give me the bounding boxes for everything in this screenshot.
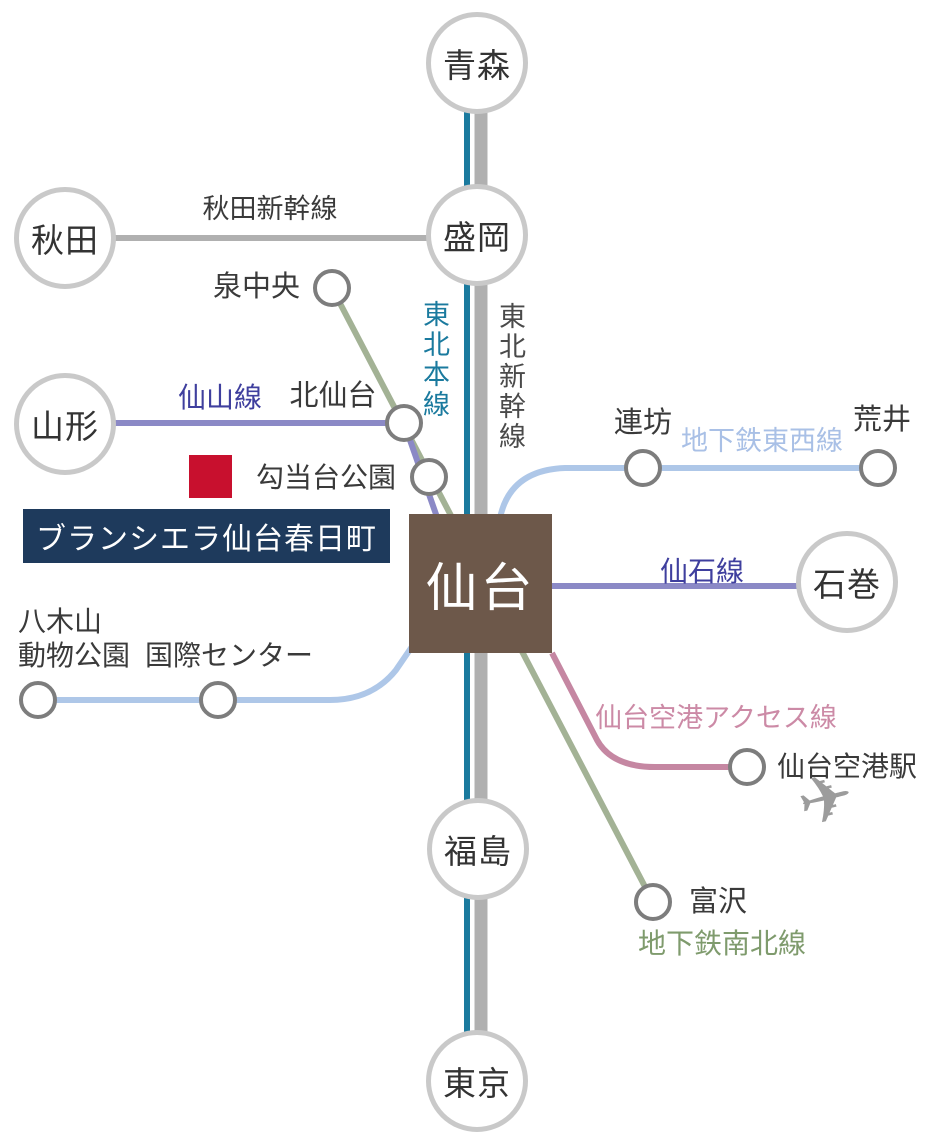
station-aomori: 青森 — [426, 12, 528, 114]
station-kotodai-koen-label: 勾当台公園 — [256, 462, 397, 493]
station-arai-label: 荒井 — [852, 404, 912, 436]
station-kita-sendai-circle — [385, 404, 423, 442]
station-kokusai-center-circle — [199, 681, 237, 719]
station-tomizawa-circle — [634, 883, 672, 921]
station-yamagata: 山形 — [14, 373, 116, 475]
station-yagiyama-label-line1: 八木山 — [18, 606, 103, 637]
line-label-namboku-subway: 地下鉄南北線 — [637, 928, 807, 959]
station-tokyo-label: 東京 — [443, 1065, 511, 1102]
line-label-tohoku-main: 東北本線 — [419, 300, 449, 420]
station-tokyo: 東京 — [426, 1030, 528, 1132]
station-izumi-chuo-label: 泉中央 — [212, 271, 300, 303]
station-sendai-label: 仙台 — [425, 560, 536, 618]
station-yagiyama-label-line2: 動物公園 — [18, 640, 131, 671]
station-aomori-label: 青森 — [443, 47, 511, 84]
property-name: ブランシエラ仙台春日町 — [36, 523, 377, 556]
property-banner: ブランシエラ仙台春日町 — [23, 509, 390, 563]
station-kita-sendai-label: 北仙台 — [289, 380, 377, 412]
line-label-senzan: 仙山線 — [177, 382, 263, 413]
line-airport-access — [549, 651, 747, 770]
station-yagiyama-circle — [19, 681, 57, 719]
station-rembo-label: 連坊 — [613, 407, 673, 439]
station-sendai-airport-circle — [728, 748, 766, 786]
station-yamagata-label: 山形 — [31, 408, 99, 445]
station-rembo-circle — [624, 449, 662, 487]
station-izumi-chuo-circle — [313, 269, 351, 307]
line-label-senseki: 仙石線 — [659, 556, 745, 587]
station-akita-label: 秋田 — [31, 222, 99, 259]
station-akita: 秋田 — [14, 187, 116, 289]
station-ishinomaki: 石巻 — [796, 531, 898, 633]
station-sendai-hub: 仙台 — [409, 514, 552, 653]
station-morioka-label: 盛岡 — [443, 219, 511, 256]
property-marker — [189, 455, 232, 498]
line-label-airport-access: 仙台空港アクセス線 — [595, 703, 837, 733]
station-fukushima: 福島 — [427, 798, 529, 900]
station-arai-circle — [859, 449, 897, 487]
station-morioka: 盛岡 — [426, 184, 528, 286]
station-kokusai-center-label: 国際センター — [145, 640, 314, 671]
station-tomizawa-label: 富沢 — [689, 886, 748, 918]
line-label-tohoku-shinkansen: 東北新幹線 — [495, 302, 525, 452]
line-label-akita-shinkansen: 秋田新幹線 — [202, 194, 338, 224]
station-fukushima-label: 福島 — [444, 833, 512, 870]
station-sendai-airport-label: 仙台空港駅 — [777, 751, 918, 782]
station-ishinomaki-label: 石巻 — [813, 566, 881, 603]
line-label-tozai-subway: 地下鉄東西線 — [681, 426, 843, 456]
station-kotodai-koen-circle — [410, 458, 448, 496]
